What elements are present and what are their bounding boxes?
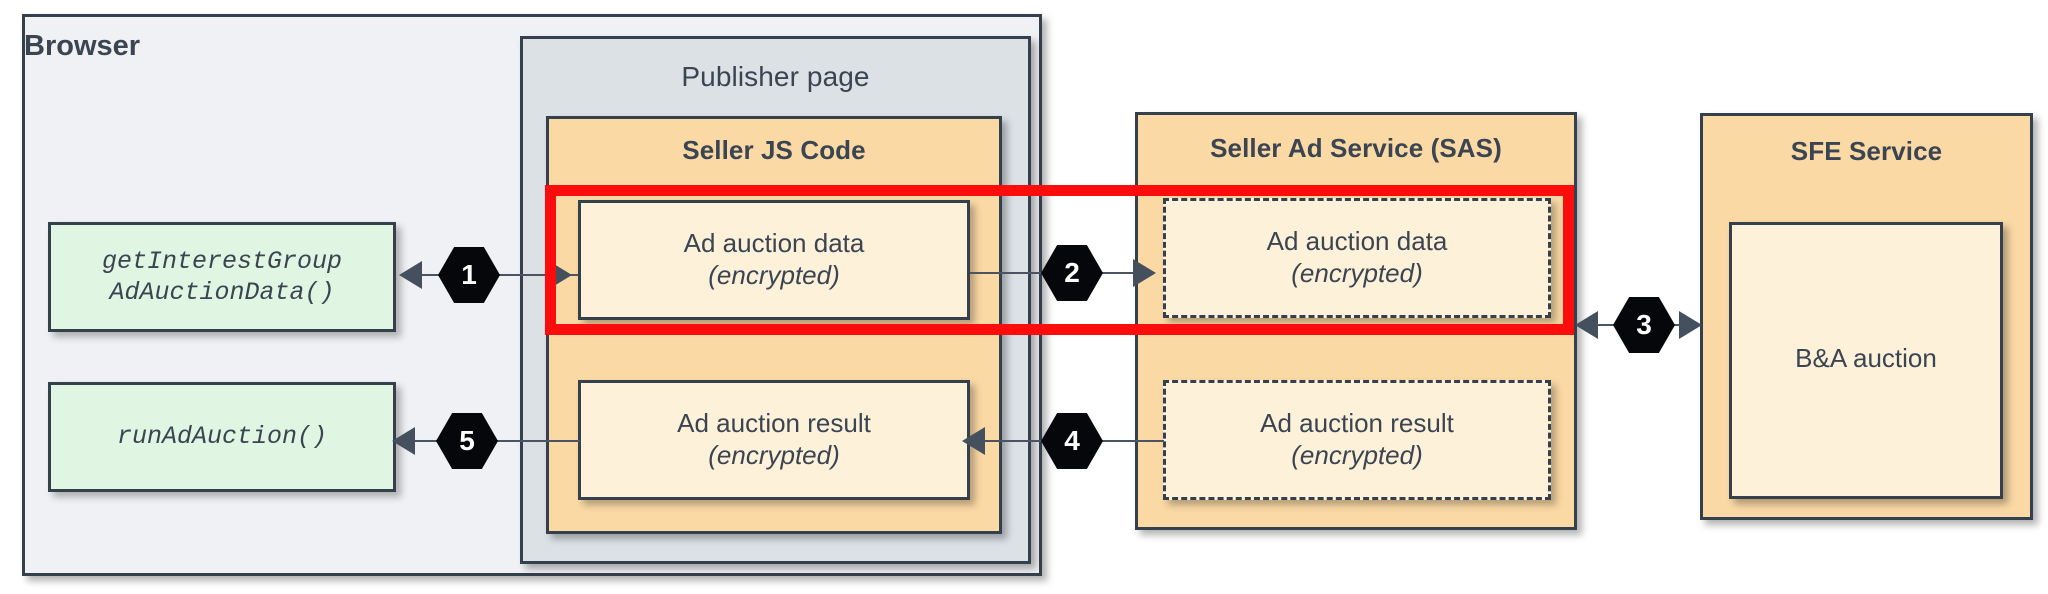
step-badge-3: 3 bbox=[1613, 297, 1675, 353]
sas-ad-auction-data-line2: (encrypted) bbox=[1291, 258, 1423, 288]
api-runadauction-label: runAdAuction() bbox=[116, 422, 328, 452]
sas-ad-auction-data-box: Ad auction data (encrypted) bbox=[1163, 198, 1551, 318]
sfe-service-label: SFE Service bbox=[1790, 136, 1943, 166]
seller-ad-service-label: Seller Ad Service (SAS) bbox=[1210, 133, 1502, 163]
seller-js-ad-auction-data-line1: Ad auction data bbox=[683, 228, 865, 259]
sas-ad-auction-result-line2: (encrypted) bbox=[1291, 440, 1423, 470]
ba-auction-box: B&A auction bbox=[1729, 222, 2003, 499]
step-badge-1: 1 bbox=[438, 247, 500, 303]
step-badge-5: 5 bbox=[436, 413, 498, 469]
connector-3-arrowhead-right bbox=[1679, 311, 1702, 339]
connector-2-arrowhead bbox=[1133, 259, 1156, 287]
step-badge-2-label: 2 bbox=[1064, 257, 1080, 288]
sas-ad-auction-data-line1: Ad auction data bbox=[1266, 226, 1448, 257]
connector-3-arrowhead-left bbox=[1575, 311, 1598, 339]
connector-5-arrowhead bbox=[392, 427, 415, 455]
seller-js-ad-auction-result-line1: Ad auction result bbox=[677, 408, 871, 439]
seller-js-ad-auction-result-line2: (encrypted) bbox=[708, 440, 840, 470]
step-badge-3-label: 3 bbox=[1636, 309, 1652, 340]
seller-js-ad-auction-result-box: Ad auction result (encrypted) bbox=[578, 380, 970, 500]
step-badge-1-label: 1 bbox=[461, 259, 477, 290]
sas-ad-auction-result-line1: Ad auction result bbox=[1260, 408, 1454, 439]
step-badge-4: 4 bbox=[1041, 413, 1103, 469]
connector-1-arrowhead-into-seller-js bbox=[549, 261, 572, 289]
connector-1-arrowhead bbox=[399, 261, 422, 289]
connector-4-arrowhead bbox=[962, 427, 985, 455]
step-badge-4-label: 4 bbox=[1064, 425, 1080, 456]
ba-auction-label: B&A auction bbox=[1795, 343, 1937, 373]
seller-js-code-label: Seller JS Code bbox=[682, 135, 866, 165]
step-badge-5-label: 5 bbox=[459, 425, 475, 456]
api-runadauction-box: runAdAuction() bbox=[48, 382, 396, 492]
step-badge-2: 2 bbox=[1041, 245, 1103, 301]
seller-js-ad-auction-data-line2: (encrypted) bbox=[708, 260, 840, 290]
seller-js-ad-auction-data-box: Ad auction data (encrypted) bbox=[578, 200, 970, 320]
api-getinterestgroupadauctiondata-label: getInterestGroup AdAuctionData() bbox=[101, 246, 343, 307]
browser-label: Browser bbox=[24, 30, 141, 62]
sas-ad-auction-result-box: Ad auction result (encrypted) bbox=[1163, 380, 1551, 500]
publisher-page-label: Publisher page bbox=[681, 61, 870, 92]
api-getinterestgroupadauctiondata-box: getInterestGroup AdAuctionData() bbox=[48, 222, 396, 332]
